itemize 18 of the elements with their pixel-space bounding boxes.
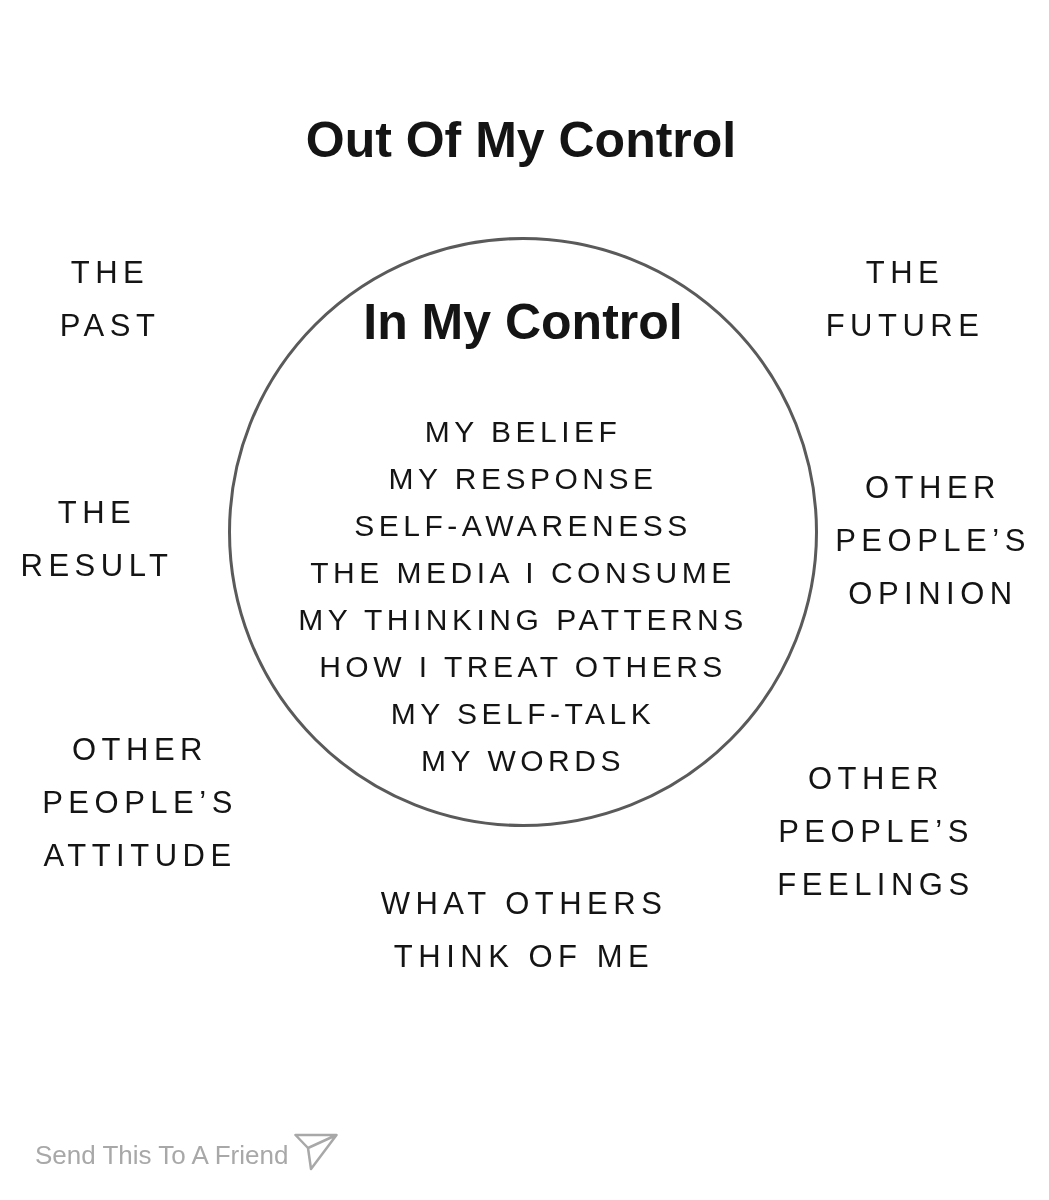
item-label: WHAT OTHERS THINK OF ME [379,884,669,976]
list-item: HOW I TREAT OTHERS [319,649,727,685]
list-item: MY RESPONSE [388,461,658,497]
title: Out Of My Control [305,111,737,169]
list-item: MY THINKING PATTERNS [298,602,748,638]
item-label: OTHER PEOPLE’S OPINION [835,468,1031,613]
heading: In My Control [363,293,683,351]
list-item: THE MEDIA I CONSUME [310,555,736,591]
list-item: MY WORDS [421,743,625,779]
list-item: MY SELF-TALK [390,696,656,732]
list-item: SELF-AWARENESS [354,508,692,544]
footer-text: Send This To A Friend [35,1140,289,1170]
list-item: MY BELIEF [424,414,622,450]
item-label: THE PAST [59,253,161,345]
item-label: OTHER PEOPLE’S FEELINGS [777,759,975,904]
item-label: THE RESULT [20,493,174,585]
item-label: THE FUTURE [825,253,985,345]
item-label: OTHER PEOPLE’S ATTITUDE [42,730,238,875]
